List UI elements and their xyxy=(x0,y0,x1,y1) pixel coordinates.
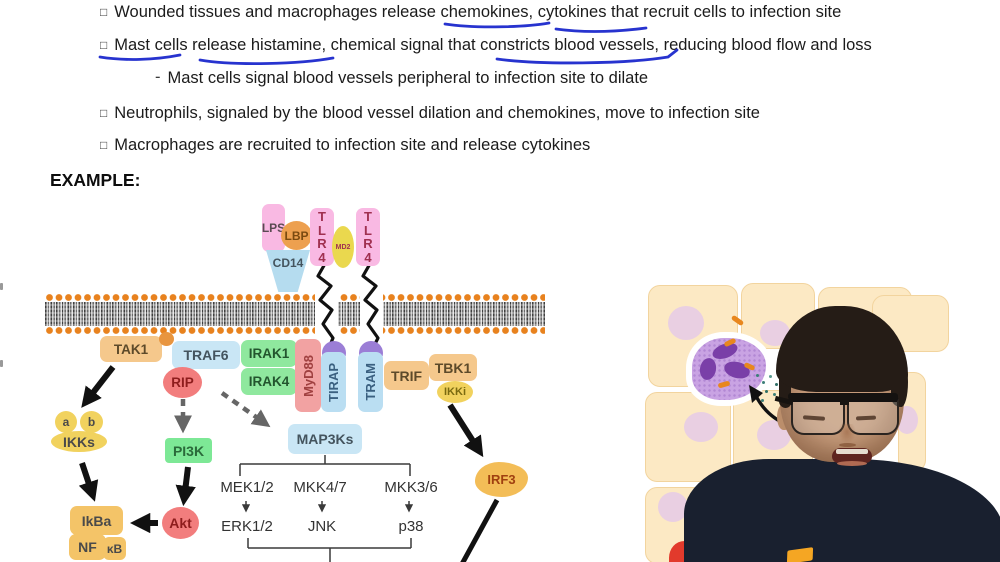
video-edge-artifact xyxy=(0,283,3,290)
label-erk12: ERK1/2 xyxy=(221,518,273,535)
cell-nucleus xyxy=(658,492,688,522)
secreted-signal-dots xyxy=(756,374,759,377)
bullet-text: Macrophages are recruited to infection s… xyxy=(114,136,591,154)
dashed-signal-arrows xyxy=(174,391,271,434)
instructor-teeth xyxy=(836,449,868,454)
bullet-text: Mast cells release histamine, chemical s… xyxy=(114,36,872,54)
node-md2: MD2 xyxy=(332,226,354,268)
bullet-marker: □ xyxy=(100,106,108,120)
glasses-bridge xyxy=(840,400,849,405)
node-tirap: TIRAP xyxy=(321,352,346,412)
label-mkk36: MKK3/6 xyxy=(384,479,438,496)
node-pi3k: PI3K xyxy=(165,438,212,463)
node-rip: RIP xyxy=(163,367,202,398)
label-jnk: JNK xyxy=(307,518,337,535)
membrane-inner-leaflet xyxy=(45,326,545,335)
node-myd88: MyD88 xyxy=(295,339,321,412)
node-lps: LPS xyxy=(262,204,285,252)
node-tak1: TAK1 xyxy=(100,336,162,362)
cell-nucleus xyxy=(668,306,704,340)
tlr4-label: TLR4 xyxy=(317,209,327,265)
bullet-marker: □ xyxy=(100,138,108,152)
label-mkk47: MKK4/7 xyxy=(293,479,347,496)
node-ikks: IKKs xyxy=(51,431,107,452)
bullet-line-1: □ Wounded tissues and macrophages release… xyxy=(100,3,841,22)
bullet-text: Mast cells signal blood vessels peripher… xyxy=(167,69,649,87)
instructor-nose xyxy=(838,424,856,444)
node-cd14: CD14 xyxy=(266,250,310,292)
bullet-marker: □ xyxy=(100,38,108,52)
node-irf3: IRF3 xyxy=(475,462,528,497)
example-heading: EXAMPLE: xyxy=(50,170,141,190)
node-tram: TRAM xyxy=(358,352,383,412)
instructor-shirt xyxy=(684,459,1000,562)
mapk-brackets xyxy=(239,455,414,562)
glasses-brow-bar xyxy=(788,393,898,400)
sub-bullet-line: -Mast cells signal blood vessels periphe… xyxy=(155,68,649,88)
node-traf6: TRAF6 xyxy=(172,341,240,369)
bullet-text: Wounded tissues and macrophages release … xyxy=(114,3,842,21)
instructor-lower-lip xyxy=(837,461,867,466)
tab-accessory-dot xyxy=(159,332,174,346)
node-ikba: IkBa xyxy=(70,506,123,535)
node-irak1: IRAK1 xyxy=(241,340,297,367)
node-nf: NF xyxy=(69,534,106,560)
node-tbk1: TBK1 xyxy=(429,354,477,381)
node-irak4: IRAK4 xyxy=(241,368,297,395)
label-mek12: MEK1/2 xyxy=(220,479,274,496)
node-ikk-a: a xyxy=(55,411,77,433)
membrane-tails xyxy=(45,302,545,326)
node-kb: κB xyxy=(103,537,126,560)
tirap-label: TIRAP xyxy=(326,362,341,402)
tlr4-label: TLR4 xyxy=(363,209,373,265)
node-tlr4-left: TLR4 xyxy=(310,208,334,266)
node-akt: Akt xyxy=(162,507,199,539)
node-tlr4-right: TLR4 xyxy=(356,208,380,266)
bullet-line-4: □ Macrophages are recruited to infection … xyxy=(100,136,590,155)
bullet-line-2: □ Mast cells release histamine, chemical … xyxy=(100,36,872,55)
dash-marker: - xyxy=(155,68,161,86)
bullet-marker: □ xyxy=(100,5,108,19)
shirt-logo xyxy=(786,547,814,562)
node-ikki: IKKi xyxy=(437,381,473,403)
tram-label: TRAM xyxy=(363,363,378,401)
instructor-hair-side xyxy=(891,345,908,407)
node-map3ks: MAP3Ks xyxy=(288,424,362,454)
video-edge-artifact xyxy=(0,360,3,367)
lipid-bilayer-membrane xyxy=(45,293,545,335)
cell-nucleus xyxy=(684,412,718,442)
bullet-text: Neutrophils, signaled by the blood vesse… xyxy=(114,104,760,122)
node-ikk-b: b xyxy=(80,411,103,433)
node-trif: TRIF xyxy=(384,361,429,390)
bullet-line-3: □ Neutrophils, signaled by the blood vess… xyxy=(100,104,760,123)
label-p38: p38 xyxy=(398,518,424,535)
node-lbp: LBP xyxy=(281,221,312,250)
membrane-outer-leaflet xyxy=(45,293,545,302)
myd88-label: MyD88 xyxy=(300,354,316,397)
instructor-nostril xyxy=(839,443,856,447)
